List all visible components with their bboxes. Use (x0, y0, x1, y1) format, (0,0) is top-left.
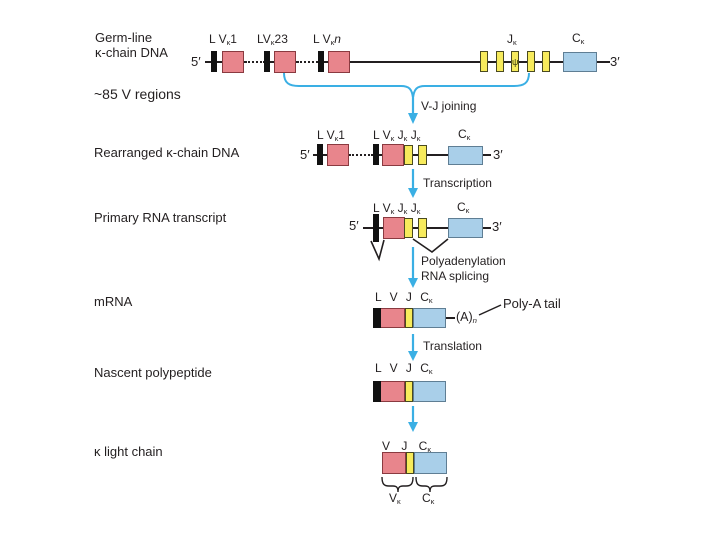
c-segment-box (448, 218, 483, 238)
germline-title-line1: Germ-line (95, 30, 153, 45)
translation-arrow-head (408, 351, 418, 361)
leader-exon-bar (317, 144, 323, 165)
nascent-polypeptide-title: Nascent polypeptide (94, 365, 212, 380)
transcription-step-label: Transcription (423, 176, 492, 190)
j-segment-box-1 (480, 51, 488, 72)
c-segment-box (563, 52, 597, 72)
leader-segment (373, 381, 381, 402)
j-segment-box-5 (542, 51, 550, 72)
rearranged-dna-dotted-gap (349, 154, 373, 156)
germline-vk23-label: LVκ23 (257, 32, 288, 47)
germline-vk1-label: L Vκ1 (209, 32, 237, 47)
c-segment-box (448, 146, 483, 165)
j-segment (406, 452, 414, 474)
primary-transcript-title: Primary RNA transcript (94, 210, 227, 225)
j-segment-box-4 (527, 51, 535, 72)
c-domain-brace (415, 476, 448, 493)
jc-intron-splice-v (412, 238, 449, 253)
polyadenylation-step-label-line1: Polyadenylation (421, 254, 506, 268)
transcription-arrow-head (408, 188, 418, 198)
v-segment-box-joined (383, 217, 405, 239)
c-segment (413, 308, 446, 328)
mrna-title: mRNA (94, 294, 133, 309)
leader-segment (373, 308, 381, 328)
leader-exon-bar (211, 51, 217, 72)
germline-dna-dotted-gap (245, 61, 265, 63)
rearranged-vk1-label: L Vκ1 (317, 128, 345, 143)
primary-three-prime-label: 3′ (492, 219, 502, 234)
rearranged-three-prime-label: 3′ (493, 147, 503, 162)
v-segment-box-vk23 (274, 51, 296, 73)
germline-dna-line (318, 61, 610, 63)
mrna-tail-line (446, 317, 455, 319)
v-segment (381, 381, 405, 402)
vj-joining-arrow-head (408, 113, 418, 124)
j-segment-box-downstream (418, 145, 427, 165)
leader-exon-bar (373, 144, 379, 165)
polyadenylation-step-label-line2: RNA splicing (421, 269, 490, 283)
poly-a-repeat-label: (A)n (456, 310, 477, 325)
leader-intron-splice-v (370, 239, 385, 262)
v-regions-count-note: ~85 V regions (94, 86, 181, 102)
poly-a-tail-label: Poly-A tail (503, 296, 561, 311)
kappa-light-chain-title: κ light chain (94, 444, 163, 459)
kappa-vjc-label: V J Cκ (382, 439, 432, 454)
v-segment-box-vk1 (222, 51, 244, 73)
rearranged-title: Rearranged κ-chain DNA (94, 145, 240, 160)
poly-a-tail-pointer-line (478, 304, 502, 316)
nascent-lvjc-label: L V J Cκ (375, 361, 433, 376)
v-segment-box-vkn (328, 51, 350, 73)
rearranged-ck-label: Cκ (458, 127, 471, 142)
germline-title-line2: κ-chain DNA (95, 45, 168, 60)
primary-rna-line (363, 227, 491, 229)
leader-exon-bar (264, 51, 270, 72)
vj-joining-step-label: V-J joining (421, 99, 477, 113)
maturation-arrow-head (408, 422, 418, 432)
translation-step-label: Translation (423, 339, 482, 353)
j-segment-box-downstream (418, 218, 427, 238)
rearranged-five-prime-label: 5′ (300, 147, 310, 162)
primary-five-prime-label: 5′ (349, 218, 359, 233)
c-domain-brace-label: Cκ (422, 491, 435, 506)
j-segment-box-2 (496, 51, 504, 72)
v-domain-brace (381, 476, 414, 493)
v-segment (381, 308, 405, 328)
pseudogene-psi-mark: ψ (512, 57, 519, 67)
c-segment (413, 381, 446, 402)
germline-ck-label: Cκ (572, 31, 585, 46)
j-segment-box-3-pseudogene: ψ (511, 51, 519, 72)
polyadenylation-arrow-head (408, 278, 418, 288)
rearranged-dna-line (373, 154, 491, 156)
v-segment (382, 452, 406, 474)
germline-dna-dotted-gap (297, 61, 318, 63)
germline-jk-label: Jκ (507, 32, 517, 47)
vj-joining-brace (283, 72, 530, 99)
j-segment-box-joined (404, 145, 413, 165)
germline-three-prime-label: 3′ (610, 54, 620, 69)
germline-vkn-label: L Vκn (313, 32, 341, 47)
mrna-lvjc-label: L V J Cκ (375, 290, 433, 305)
j-segment (405, 308, 413, 328)
j-segment-box-joined (404, 218, 413, 238)
v-segment-box-vk1 (327, 144, 349, 166)
v-segment-box-joined (382, 144, 404, 166)
rearranged-lvjj-label: L Vκ Jκ Jκ (373, 128, 421, 143)
c-segment (414, 452, 447, 474)
primary-ck-label: Cκ (457, 200, 470, 215)
germline-five-prime-label: 5′ (191, 54, 201, 69)
primary-lvjj-label: L Vκ Jκ Jκ (373, 201, 421, 216)
leader-exon-bar (373, 214, 379, 242)
leader-exon-bar (318, 51, 324, 72)
j-segment (405, 381, 413, 402)
v-domain-brace-label: Vκ (389, 491, 401, 506)
